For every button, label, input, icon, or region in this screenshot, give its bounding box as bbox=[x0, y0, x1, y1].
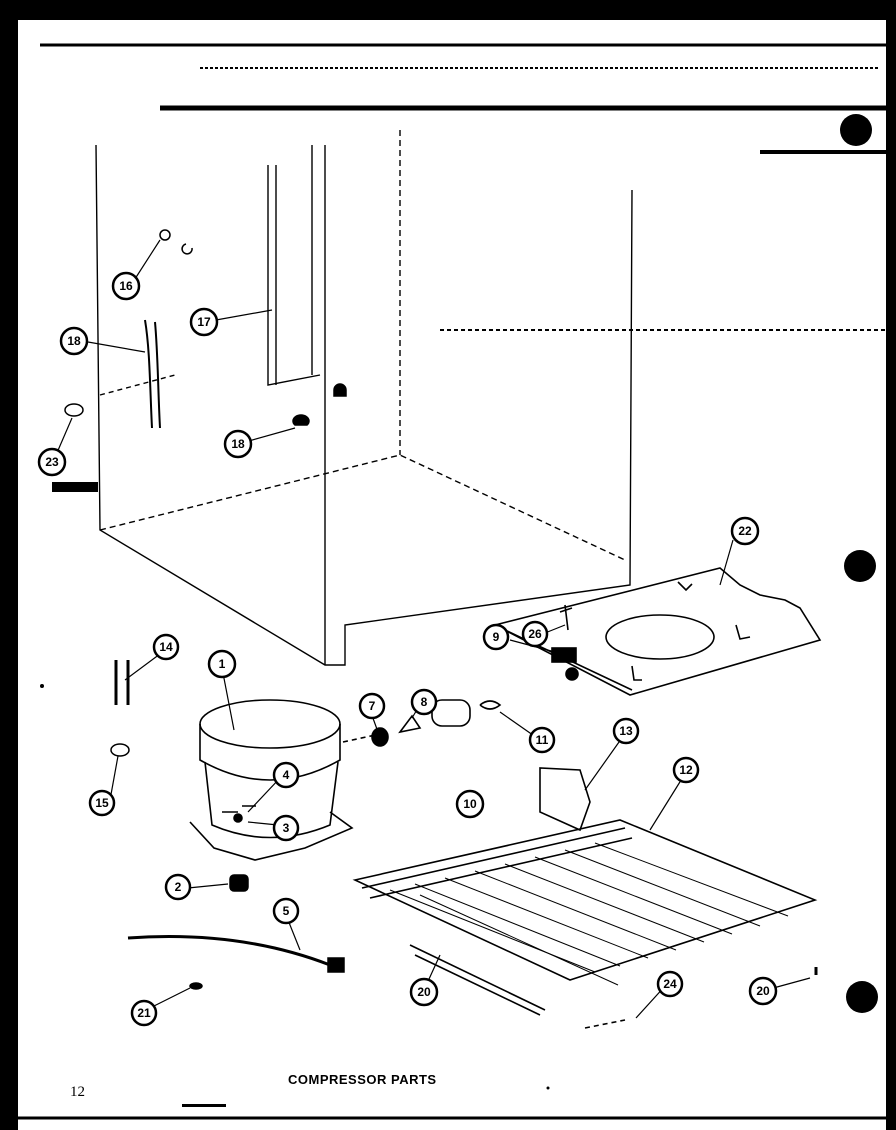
callout-20-left-label: 20 bbox=[417, 985, 431, 999]
callout-20-right-label: 20 bbox=[756, 984, 770, 998]
callouts: 16 17 18 18 23 22 26 9 14 1 7 8 13 11 12… bbox=[37, 271, 778, 1027]
callout-23-label: 23 bbox=[45, 455, 59, 469]
callout-23: 23 bbox=[37, 447, 67, 477]
callout-5-label: 5 bbox=[283, 904, 290, 918]
callout-3-label: 3 bbox=[283, 821, 290, 835]
callout-11: 11 bbox=[528, 726, 556, 754]
callout-8-label: 8 bbox=[421, 695, 428, 709]
callout-18-top-label: 18 bbox=[67, 334, 81, 348]
callout-8: 8 bbox=[410, 688, 438, 716]
callout-11-label: 11 bbox=[536, 733, 549, 747]
callout-4-label: 4 bbox=[283, 768, 290, 782]
callout-7: 7 bbox=[358, 692, 386, 720]
callout-21-label: 21 bbox=[137, 1006, 151, 1020]
callout-22-label: 22 bbox=[738, 524, 752, 538]
callout-26-label: 26 bbox=[528, 627, 542, 641]
callout-18-lower: 18 bbox=[223, 429, 253, 459]
callout-13: 13 bbox=[612, 717, 640, 745]
cabinet-outline bbox=[95, 130, 633, 666]
compressor bbox=[189, 699, 354, 861]
callout-5: 5 bbox=[272, 897, 300, 925]
callout-14: 14 bbox=[152, 633, 180, 661]
callout-14-label: 14 bbox=[159, 640, 173, 654]
callout-20-right: 20 bbox=[748, 976, 778, 1006]
callout-17-label: 17 bbox=[197, 315, 211, 329]
callout-16-label: 16 bbox=[119, 279, 133, 293]
condenser bbox=[352, 767, 818, 1029]
callout-17: 17 bbox=[189, 307, 219, 337]
callout-1: 1 bbox=[207, 649, 237, 679]
callout-1-label: 1 bbox=[219, 657, 226, 671]
callout-2: 2 bbox=[164, 873, 192, 901]
callout-16: 16 bbox=[111, 271, 141, 301]
scan-specks bbox=[40, 482, 550, 1107]
callout-13-label: 13 bbox=[619, 724, 633, 738]
callout-21: 21 bbox=[130, 999, 158, 1027]
callout-10-label: 10 bbox=[463, 797, 477, 811]
registration-marks bbox=[840, 114, 878, 1013]
callout-3: 3 bbox=[272, 814, 300, 842]
page-number: 12 bbox=[70, 1084, 85, 1100]
callout-15-label: 15 bbox=[95, 796, 109, 810]
callout-26: 26 bbox=[521, 620, 549, 648]
callout-10: 10 bbox=[455, 789, 485, 819]
callout-9: 9 bbox=[482, 623, 510, 651]
callout-18-lower-label: 18 bbox=[231, 437, 245, 451]
callout-24-label: 24 bbox=[663, 977, 677, 991]
callout-12: 12 bbox=[672, 756, 700, 784]
callout-20-left: 20 bbox=[409, 977, 439, 1007]
callout-7-label: 7 bbox=[369, 699, 376, 713]
callout-12-label: 12 bbox=[679, 763, 693, 777]
leader-lines bbox=[55, 239, 811, 1019]
callout-24: 24 bbox=[656, 970, 684, 998]
callout-22: 22 bbox=[730, 516, 760, 546]
mount-parts bbox=[110, 660, 345, 990]
diagram-caption: COMPRESSOR PARTS bbox=[288, 1072, 437, 1087]
callout-4: 4 bbox=[272, 761, 300, 789]
callout-2-label: 2 bbox=[175, 880, 182, 894]
cabinet-small-parts bbox=[64, 229, 347, 429]
callout-18-top: 18 bbox=[59, 326, 89, 356]
callout-9-label: 9 bbox=[493, 630, 500, 644]
callout-15: 15 bbox=[88, 789, 116, 817]
relay-parts bbox=[342, 699, 502, 747]
